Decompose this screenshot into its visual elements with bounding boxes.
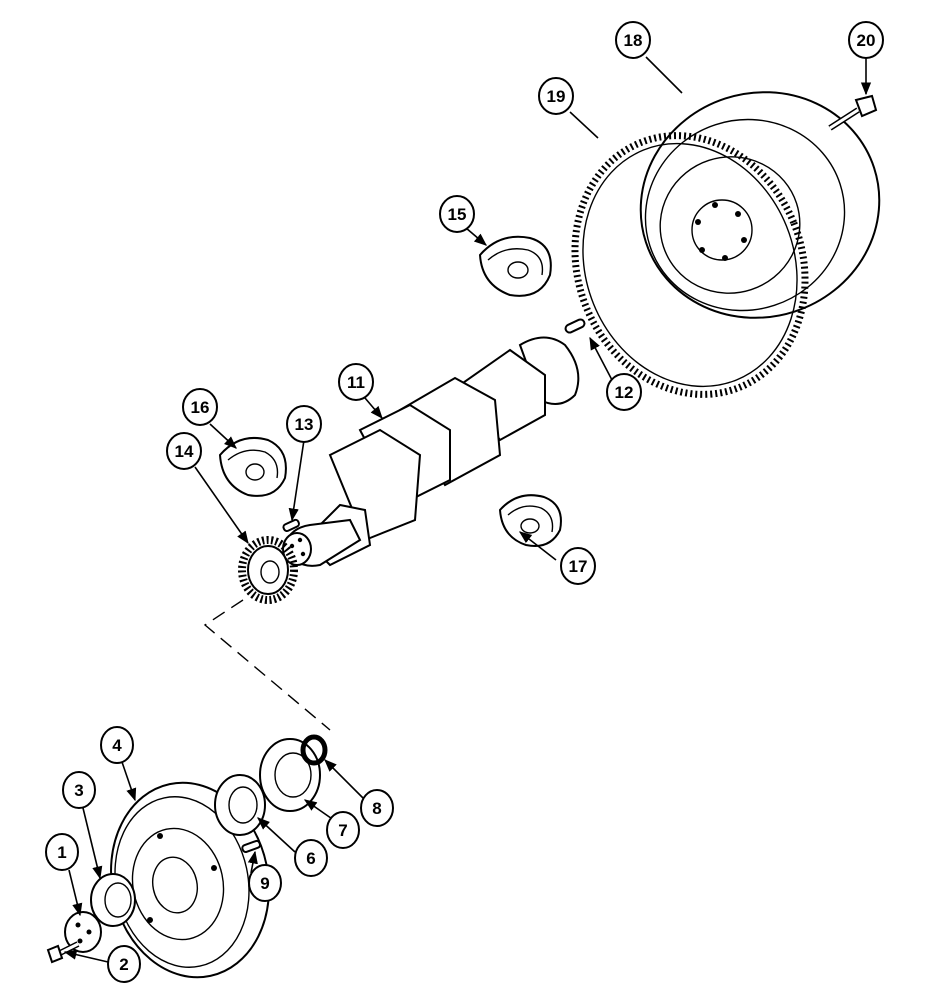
callout-label: 11 [347,373,365,392]
callout-20: 20 [848,21,884,59]
callout-16: 16 [182,388,218,426]
callout-label: 2 [119,955,128,974]
seal-6 [214,774,266,836]
pulley-bolt [46,941,80,964]
callout-9: 9 [248,864,282,902]
callout-3: 3 [62,771,96,809]
callout-18: 18 [615,21,651,59]
ring-gear [571,132,809,398]
spacer-3 [90,873,136,927]
callout-15: 15 [439,195,475,233]
washer-1 [64,911,102,953]
wear-sleeve-7 [259,738,321,812]
callout-11: 11 [338,363,374,401]
main-bearing-17 [498,494,562,547]
callout-label: 9 [260,874,269,893]
callout-label: 1 [57,843,66,862]
main-bearing-16 [218,436,287,497]
callout-label: 15 [448,205,467,224]
key-9 [241,839,261,853]
callout-6: 6 [294,839,328,877]
callout-label: 7 [338,821,347,840]
callout-label: 14 [175,442,194,461]
crankshaft [282,336,580,567]
callout-12: 12 [606,373,642,411]
callout-19: 19 [538,77,574,115]
dowel-pin-12 [564,318,586,334]
callout-label: 8 [372,799,381,818]
callout-7: 7 [326,811,360,849]
callout-label: 3 [74,781,83,800]
callout-label: 17 [569,557,588,576]
callout-17: 17 [560,547,596,585]
key-13 [282,518,300,533]
callout-label: 4 [112,736,122,755]
callout-leaders [63,56,872,963]
callout-13: 13 [286,405,322,443]
callout-14: 14 [166,432,202,470]
callout-8: 8 [360,789,394,827]
callout-label: 20 [857,31,876,50]
callout-label: 6 [306,849,315,868]
callout-1: 1 [45,833,79,871]
flywheel [639,91,881,319]
flywheel-bolt [828,94,878,131]
assembly-guide-line [203,599,331,731]
callout-4: 4 [100,726,134,764]
callout-label: 16 [191,398,210,417]
callout-label: 19 [547,87,566,106]
callout-label: 12 [615,383,634,402]
o-ring-8 [300,734,328,766]
callout-label: 13 [295,415,314,434]
callout-label: 18 [624,31,643,50]
crank-gear [238,536,298,604]
callout-2: 2 [107,945,141,983]
main-bearing-upper [478,235,552,297]
callouts: 1 2 3 4 6 7 8 9 [45,21,884,983]
